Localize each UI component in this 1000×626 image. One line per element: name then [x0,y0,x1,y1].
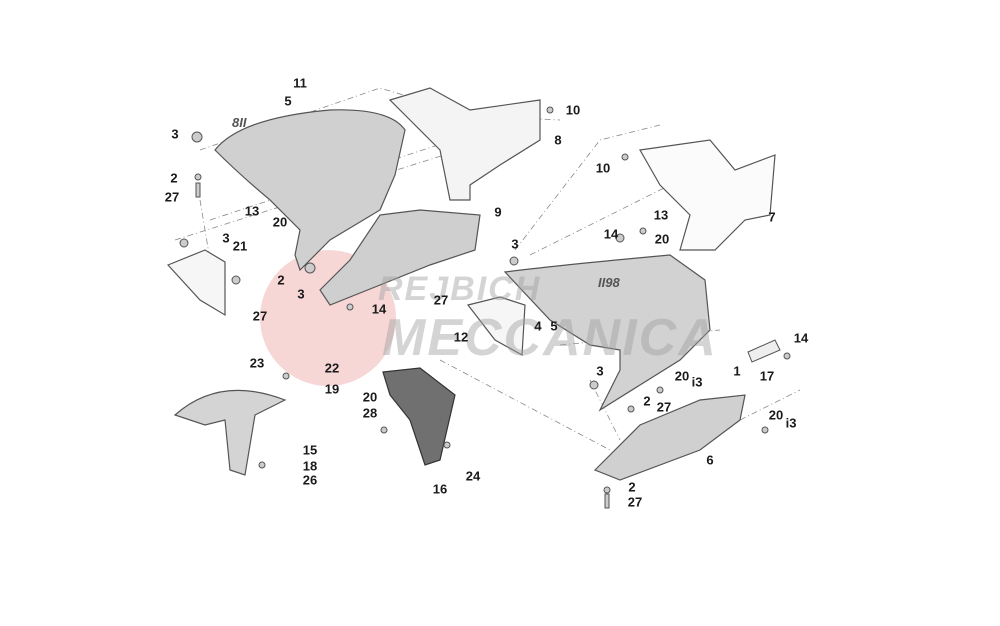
callout: 18 [302,458,318,474]
callout: 17 [759,368,775,384]
decal-8ii: 8II [232,115,247,130]
callout: 10 [595,160,611,176]
callout: 27 [656,399,672,415]
callout: 3 [511,236,519,252]
callout: 3 [596,363,604,379]
part-front-mudguard [173,389,287,476]
callout: 20 [362,389,378,405]
callout: 21 [232,238,248,254]
callout: 20 [674,368,690,384]
part-plate [747,339,781,363]
watermark-text-meccanica: MECCANICA [382,309,718,367]
callout: 5 [284,93,292,109]
part-small-panel-left [166,249,226,317]
part-belly-pan [593,394,746,481]
callout: 14 [793,330,809,346]
callout: i3 [785,415,797,431]
callout: 9 [494,204,502,220]
callout: 2 [643,393,651,409]
callout: 7 [768,209,776,225]
callout: 2 [170,170,178,186]
callout: 23 [249,355,265,371]
callout: 27 [252,308,268,324]
part-main-fairing [503,254,711,412]
callout: 3 [222,230,230,246]
callout: 27 [433,292,449,308]
fasteners [179,106,791,509]
part-mount-bracket [382,367,456,466]
callout: 14 [371,301,387,317]
callout: 26 [302,472,318,488]
callout: 14 [603,226,619,242]
watermark-text-rejbich: REJBICH [378,270,542,308]
callout: 1 [733,363,741,379]
callout: 4 [534,318,542,334]
part-bracket [388,87,541,201]
decal-ii98: II98 [598,275,620,290]
part-small-panel-right [466,296,526,356]
callout: 16 [432,481,448,497]
callout: 20 [654,231,670,247]
callout: i3 [691,374,703,390]
callout: 10 [565,102,581,118]
callout: 11 [293,75,307,91]
callout: 22 [324,360,340,376]
callout: 13 [244,203,260,219]
callout: 20 [768,407,784,423]
callout: 27 [164,189,180,205]
callout: 12 [453,329,469,345]
callout: 24 [465,468,481,484]
callout: 15 [302,442,318,458]
callout: 8 [554,132,562,148]
callout: 27 [627,494,643,510]
callout: 2 [628,479,636,495]
callout: 3 [297,286,305,302]
part-inner-panel [319,209,481,306]
callout: 5 [550,318,558,334]
callout: 19 [324,381,340,397]
callout: 6 [706,452,714,468]
callout: 28 [362,405,378,421]
callout: 20 [272,214,288,230]
callout: 13 [653,207,669,223]
callout: 2 [277,272,285,288]
part-side-panel [639,139,776,251]
callout: 3 [171,126,179,142]
part-upper-fairing [214,109,406,272]
